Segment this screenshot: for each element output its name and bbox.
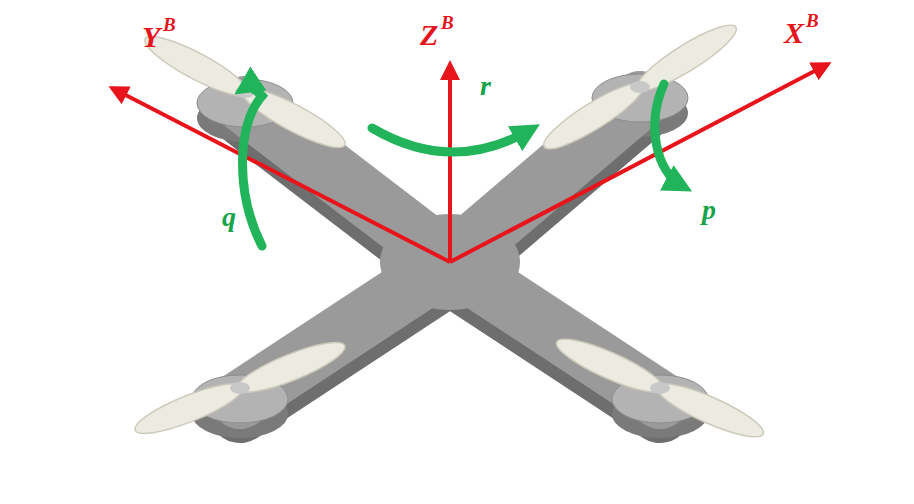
axis-label: X	[784, 18, 804, 48]
axis-superscript: B	[806, 11, 819, 30]
rate-label: p	[702, 196, 716, 224]
rate-label: q	[222, 203, 236, 231]
propeller	[130, 16, 768, 446]
axis-superscript: B	[163, 15, 176, 34]
rotation-arrow	[243, 84, 683, 246]
axis-superscript: B	[441, 13, 454, 32]
body-axis	[112, 64, 828, 262]
axis-label: Z	[420, 20, 438, 50]
rate-label: r	[480, 72, 491, 100]
axis-label: Y	[142, 22, 160, 52]
